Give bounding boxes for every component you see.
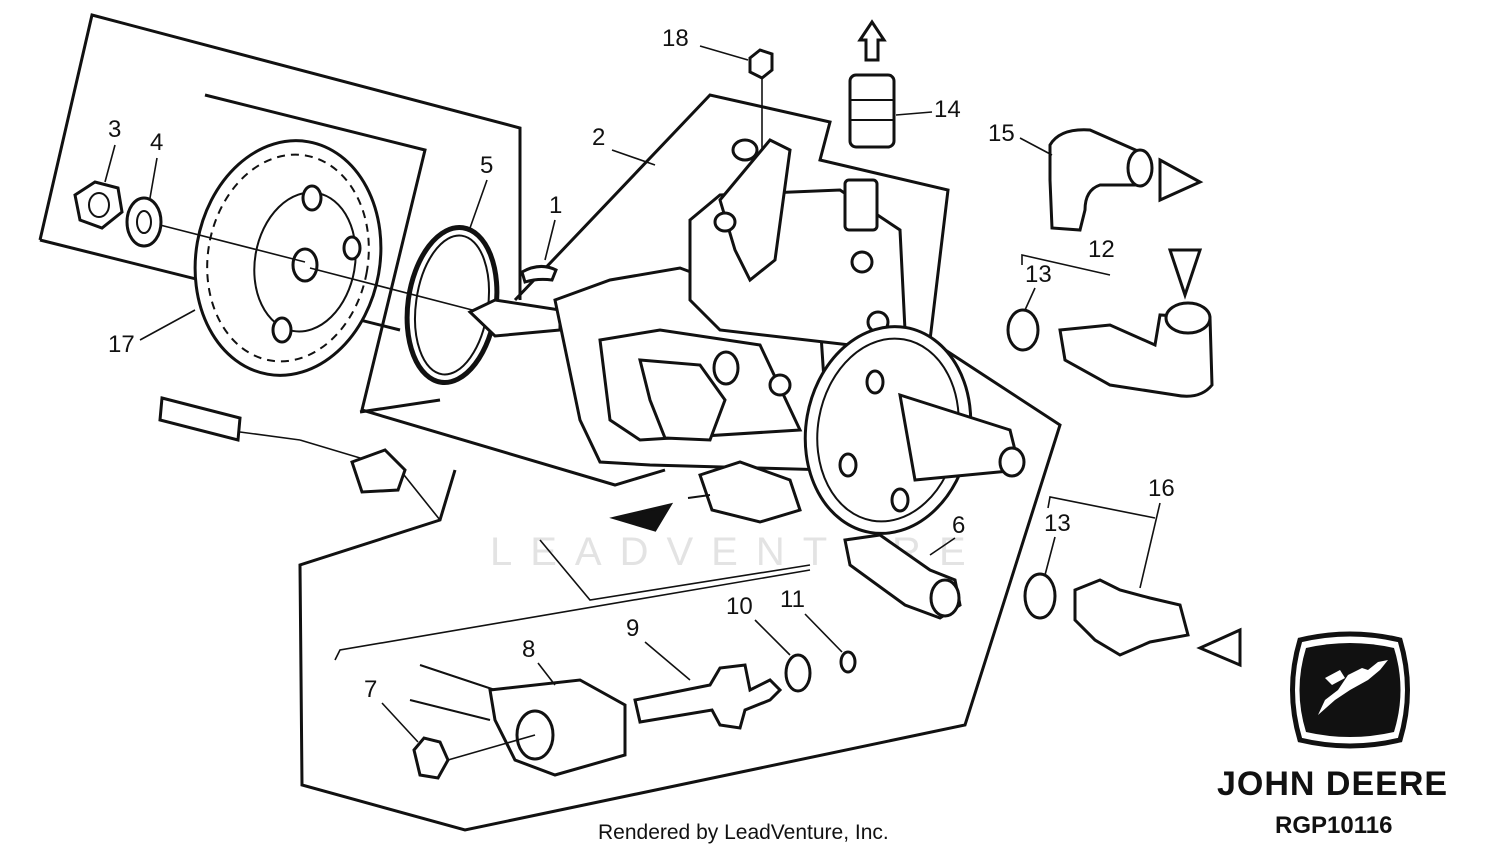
top-nut xyxy=(748,48,774,80)
callout-13b: 13 xyxy=(1044,510,1071,537)
solenoid-nut-7 xyxy=(412,734,536,780)
elbow-fitting-12 xyxy=(1006,248,1214,398)
outline-pump-group xyxy=(298,93,1062,832)
callout-4: 4 xyxy=(150,129,163,156)
callout-13a: 13 xyxy=(1025,261,1052,288)
woodruff-key xyxy=(520,265,558,284)
john-deere-logo xyxy=(1290,631,1410,749)
outline-gear-inner xyxy=(204,93,666,487)
callout-2: 2 xyxy=(592,124,605,151)
screw-assembly xyxy=(158,396,441,521)
inlet-fitting-16 xyxy=(1023,572,1242,668)
seal-11 xyxy=(839,650,857,674)
callout-3: 3 xyxy=(108,116,121,143)
callout-18: 18 xyxy=(662,25,689,52)
fitting-6 xyxy=(843,533,962,620)
callout-12: 12 xyxy=(1088,236,1115,263)
credit-text: Rendered by LeadVenture, Inc. xyxy=(598,821,889,844)
gear-washer xyxy=(125,196,163,248)
sensor-port xyxy=(609,460,802,532)
callout-1: 1 xyxy=(549,192,562,219)
callout-8: 8 xyxy=(522,636,535,663)
callout-6: 6 xyxy=(952,512,965,539)
injection-pump-body xyxy=(467,138,907,472)
callout-10: 10 xyxy=(726,593,753,620)
elbow-fitting-15 xyxy=(1048,128,1204,232)
callout-9: 9 xyxy=(626,615,639,642)
outline-gear-group xyxy=(38,13,522,300)
brand-wordmark: JOHN DEERE xyxy=(1217,765,1448,803)
callout-11: 11 xyxy=(780,586,805,613)
callout-15: 15 xyxy=(988,120,1015,147)
callout-14: 14 xyxy=(934,96,961,123)
outline-connector xyxy=(359,398,441,414)
pump-flange xyxy=(803,325,1026,535)
gear-nut xyxy=(73,180,124,230)
callout-7: 7 xyxy=(364,676,377,703)
valve-stem-9 xyxy=(633,663,783,730)
callout-16: 16 xyxy=(1148,475,1175,502)
figure-code: RGP10116 xyxy=(1275,812,1392,839)
o-ring-10 xyxy=(784,653,812,693)
callout-17: 17 xyxy=(108,331,135,358)
outlet-fitting xyxy=(848,19,896,149)
callout-5: 5 xyxy=(480,152,493,179)
